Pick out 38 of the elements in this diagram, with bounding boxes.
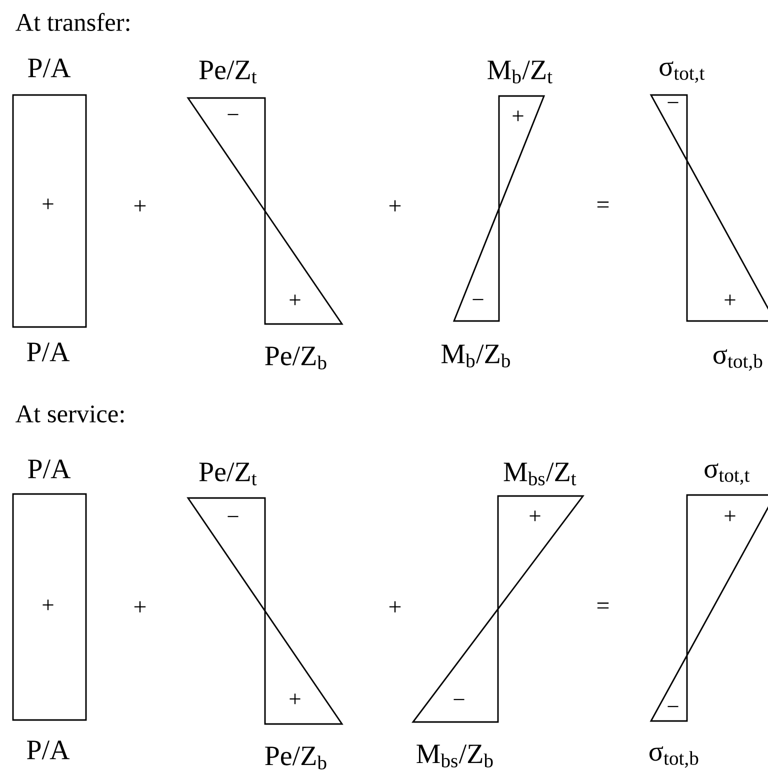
sign: − [472,298,484,300]
stress-value-label: P/A [28,58,71,78]
sign: + [290,694,300,704]
operator-sign: + [389,200,401,212]
sign: − [668,102,678,104]
stress-value-label: M$_{bs}$/Z$_{b}$ [416,744,493,768]
operator-sign: + [134,601,146,612]
sign: − [454,698,464,700]
stress-value-label: P/A [27,342,70,362]
operator-sign: + [134,200,146,212]
stress-value-label: P/A [28,460,71,478]
sign: + [42,198,54,210]
stress-value-label: Pe/Z$_{t}$ [199,60,257,84]
sign: − [668,706,678,708]
stress-value-label: σ$_{tot,b}$ [649,746,698,768]
stress-value-label: σ$_{tot,t}$ [704,463,750,485]
stress-value-label: σ$_{tot,b}$ [713,349,762,371]
stress-value-label: σ$_{tot,t}$ [660,61,705,83]
stress-value-label: P/A [27,740,70,760]
sign: + [724,510,736,522]
stress-value-label: M$_{bs}$/Z$_{t}$ [504,462,576,486]
sign: + [512,110,524,122]
operator-sign: + [389,601,401,612]
stress-value-label: M$_{b}$/Z$_{t}$ [488,60,552,84]
sign: − [228,114,238,116]
sign: + [290,294,300,306]
section-heading: At transfer: [16,12,130,32]
operator-sign: = [597,202,609,208]
section-heading: At service: [16,405,124,423]
sign: + [724,294,736,306]
sign: + [530,510,540,522]
stress-value-label: Pe/Z$_{b}$ [265,346,326,370]
sign: − [228,516,238,518]
stress-value-label: Pe/Z$_{b}$ [265,746,326,770]
sign: + [42,600,54,610]
operator-sign: = [597,602,609,608]
stress-value-label: Pe/Z$_{t}$ [199,462,257,486]
stress-value-label: M$_{b}$/Z$_{b}$ [441,344,510,368]
